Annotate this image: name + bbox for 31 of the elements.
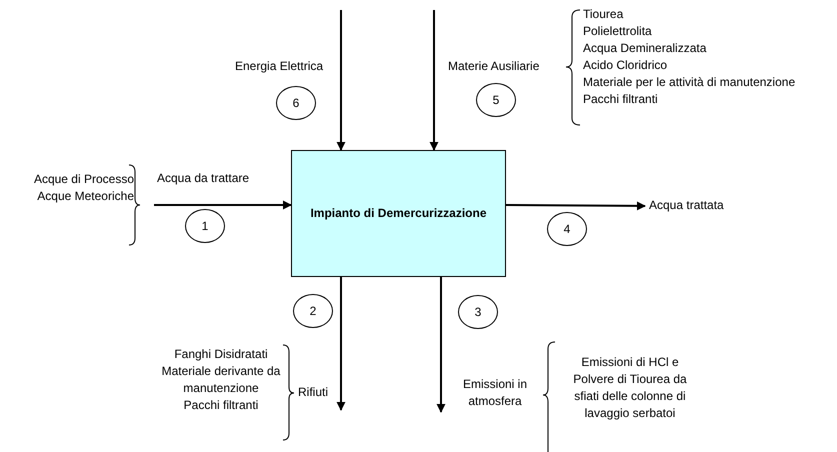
list-item: Materiale per le attività di manutenzione xyxy=(583,74,796,91)
output-label: Emissioni in atmosfera xyxy=(462,376,528,410)
list-item: Acque Meteoriche xyxy=(36,188,134,205)
arrow xyxy=(336,277,346,411)
stream-number-circle: 6 xyxy=(276,86,316,120)
list-item: Pacchi filtranti xyxy=(583,91,658,108)
list-item: Acido Cloridrico xyxy=(583,57,668,74)
process-box: Impianto di Demercurizzazione xyxy=(291,150,506,277)
list-item: Acqua Demineralizzata xyxy=(583,40,706,57)
input-label: Acqua da trattare xyxy=(157,170,250,187)
arrow xyxy=(436,277,446,413)
input-label: Materie Ausiliarie xyxy=(448,58,540,75)
list-item: Acque di Processo xyxy=(32,171,134,188)
output-label: Rifiuti xyxy=(298,384,328,401)
list-item: Tiourea xyxy=(583,6,624,23)
stream-number-circle: 5 xyxy=(476,83,516,117)
stream-number-circle: 4 xyxy=(547,212,587,246)
list-item: Polielettrolita xyxy=(583,23,652,40)
arrow xyxy=(430,10,438,151)
arrow xyxy=(154,200,292,210)
stream-number-circle: 2 xyxy=(293,294,333,328)
stream-number-circle: 3 xyxy=(458,295,498,329)
input-label: Energia Elettrica xyxy=(235,58,324,75)
list-item: Materiale derivante da manutenzione xyxy=(160,363,282,397)
stream-number-circle: 1 xyxy=(185,209,225,243)
description-text: Emissioni di HCl e Polvere di Tiourea da sfiati delle colonne di lavaggio serbatoi xyxy=(572,354,688,422)
arrow xyxy=(506,201,646,210)
output-label: Acqua trattata xyxy=(649,197,739,214)
list-item: Pacchi filtranti xyxy=(182,397,260,414)
arrow xyxy=(336,10,346,151)
list-item: Fanghi Disidratati xyxy=(173,346,269,363)
